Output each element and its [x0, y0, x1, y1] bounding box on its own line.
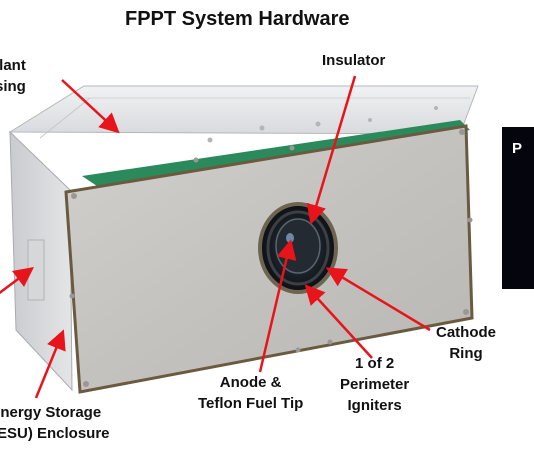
label-esu-enclosure: nergy Storage (ESU) Enclosure: [0, 402, 110, 444]
label-cathode-ring: Cathode Ring: [436, 322, 496, 364]
arrow-igniters: [304, 284, 373, 359]
label-line: Perimeter: [340, 376, 410, 393]
label-line: Cathode: [436, 324, 496, 341]
top-holes: [207, 106, 438, 143]
arrow-left: [0, 267, 34, 295]
arrow-esu: [34, 329, 66, 399]
top-seam: [39, 97, 91, 139]
label-line: Teflon Fuel Tip: [198, 395, 304, 412]
label-insulator: Insulator: [322, 52, 386, 69]
side-bracket: [27, 239, 45, 301]
arrow-insulator: [306, 75, 357, 225]
label-line: (ESU) Enclosure: [0, 425, 110, 442]
cathode-ring: [266, 210, 330, 286]
arrow-propellant: [61, 79, 120, 134]
label-line: llant: [0, 57, 26, 74]
housing-top: [8, 85, 479, 135]
annotation-arrows: [0, 75, 431, 399]
label-line: 1 of 2: [355, 355, 395, 372]
label-line: Ring: [449, 345, 483, 362]
label-line: Anode &: [219, 374, 282, 391]
face-screws: [69, 129, 473, 387]
figure-title: FPPT System Hardware: [125, 8, 350, 30]
anode-tip: [286, 233, 294, 243]
label-anode-fuel-tip: Anode & Teflon Fuel Tip: [198, 372, 303, 414]
label-line: Igniters: [347, 397, 402, 414]
arrow-anode: [258, 239, 297, 373]
label-line: sing: [0, 78, 26, 95]
inset-label: P: [512, 140, 523, 157]
plasma-inset-panel: [502, 127, 534, 289]
label-propellant-housing: llant sing: [0, 55, 26, 97]
green-strip: [82, 120, 470, 188]
insulator-ring: [275, 218, 321, 274]
label-perimeter-igniters: 1 of 2 Perimeter Igniters: [340, 353, 409, 416]
arrow-cathode: [325, 267, 431, 332]
label-line: nergy Storage: [0, 404, 102, 421]
